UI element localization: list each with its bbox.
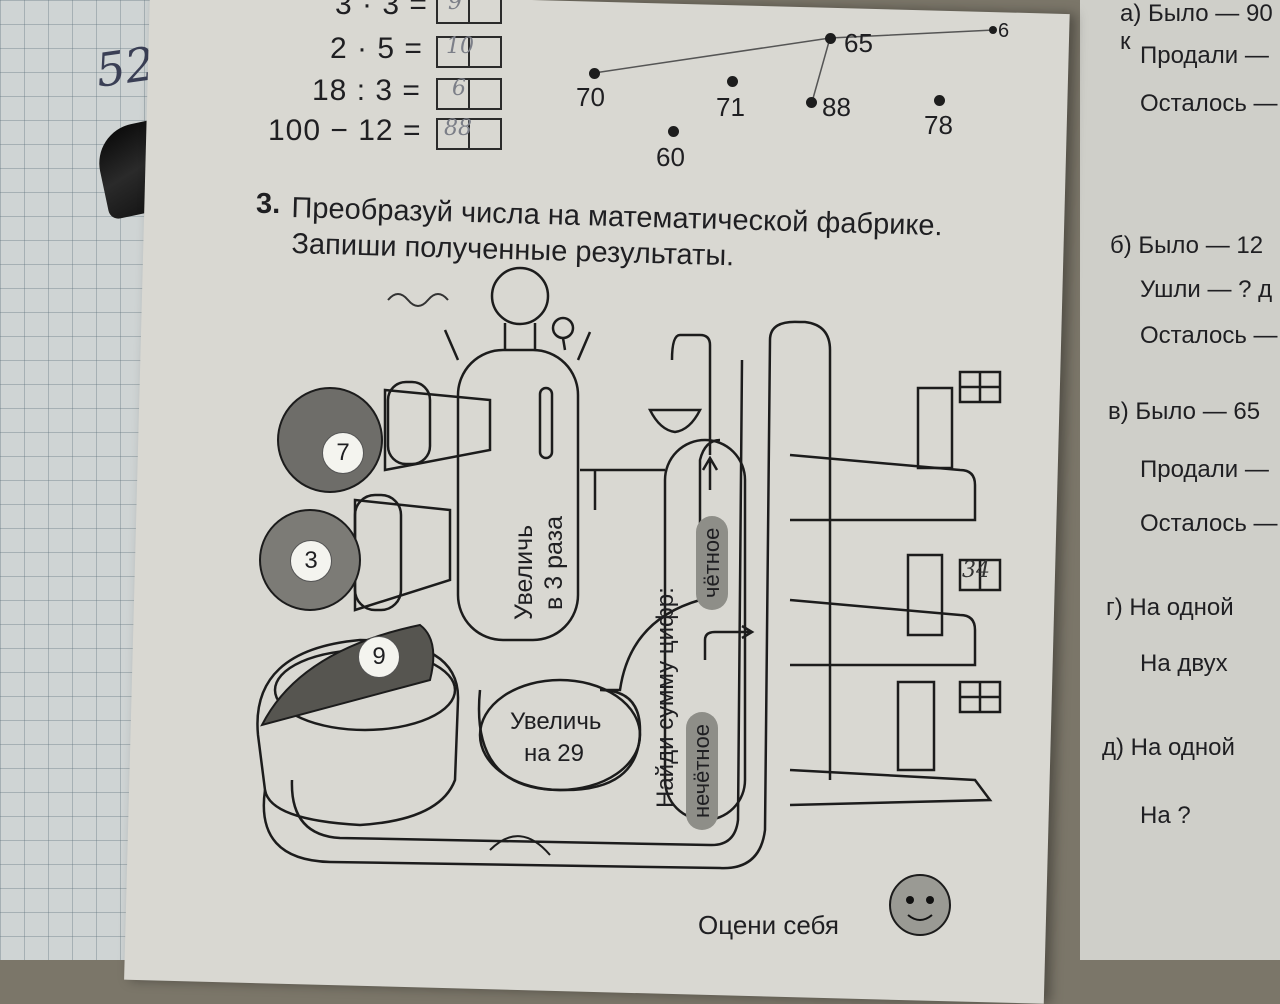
problem-b-line1: б) Было — 12 (1110, 232, 1264, 259)
problem-a-line1: а) Было — 90 к (1120, 0, 1273, 55)
answer-value-4: 88 (444, 116, 472, 141)
self-evaluation-text: Оцени себя (698, 910, 839, 940)
dot-label-88: 88 (822, 92, 851, 122)
problem-c-line1: в) Было — 65 (1108, 398, 1261, 425)
equation-1: 3 · 3 = (335, 0, 428, 21)
result-box-value: 34 (962, 558, 990, 583)
answer-value-2: 10 (446, 34, 474, 59)
dot-70 (589, 68, 600, 79)
answer-value-3: 6 (452, 76, 466, 101)
equation-3: 18 : 3 = (312, 74, 421, 107)
problem-e-line1: д) На одной (1102, 734, 1235, 761)
dot-label-78: 78 (924, 110, 953, 140)
equation-4: 100 − 12 = (268, 114, 422, 147)
add-label-line2: на 29 (524, 740, 584, 767)
dot-71 (727, 76, 738, 87)
dot-label-65: 65 (844, 28, 873, 58)
fruit-number-9: 9 (358, 636, 400, 678)
dot-6 (989, 26, 997, 34)
equation-2: 2 · 5 = (330, 32, 423, 65)
odd-label: нечётное (686, 711, 718, 830)
dot-label-6: 6 (998, 20, 1010, 42)
answer-box-1[interactable] (436, 0, 502, 24)
dot-78 (934, 95, 945, 106)
tank-label-line1: Увеличь (510, 524, 538, 620)
dot-label-71: 71 (716, 92, 745, 122)
answer-box-4[interactable] (436, 118, 502, 150)
problem-b-line2: Ушли — ? д (1140, 276, 1273, 303)
answer-box-3[interactable] (436, 78, 502, 110)
dot-65 (825, 33, 836, 44)
dot-88 (806, 97, 817, 108)
problem-e-line2: На ? (1140, 802, 1191, 829)
tank-label-line2: в 3 раза (540, 516, 568, 610)
problem-d-line2: На двух (1140, 650, 1228, 677)
add-label-line1: Увеличь (510, 708, 602, 735)
dot-60 (668, 126, 679, 137)
problem-a-line2: Продали — (1140, 42, 1269, 69)
task-number: 3. (256, 188, 281, 220)
fruit-number-7: 7 (322, 432, 364, 474)
dot-label-60: 60 (656, 142, 685, 172)
answer-box-2[interactable] (436, 36, 502, 68)
problem-d-line1: г) На одной (1106, 594, 1234, 621)
factory-illustration (256, 266, 1002, 936)
fruit-number-3: 3 (290, 540, 332, 582)
even-label: чётное (696, 515, 728, 610)
dot-label-70: 70 (576, 82, 605, 112)
problem-a-line3: Осталось — (1140, 90, 1278, 117)
answer-value-1: 9 (448, 0, 462, 15)
sum-digits-label: Найди сумму цифр: (652, 587, 679, 808)
problem-b-line3: Осталось — (1140, 322, 1278, 349)
problem-c-line3: Осталось — (1140, 510, 1278, 537)
textbook-right-page: а) Было — 90 к Продали — Осталось — б) Б… (1080, 0, 1280, 960)
problem-c-line2: Продали — (1140, 456, 1269, 483)
